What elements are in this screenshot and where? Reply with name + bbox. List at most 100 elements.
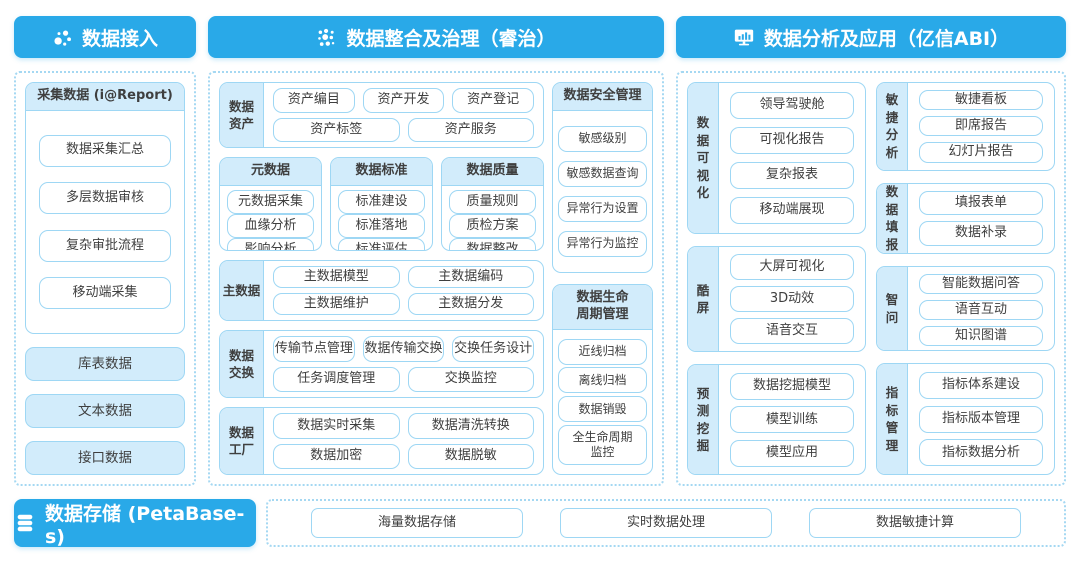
diagram-box: 交换任务设计 xyxy=(452,336,535,362)
diagram-box: 全生命周期 监控 xyxy=(558,425,647,466)
monitor-chart-icon xyxy=(733,26,755,48)
data-quality-group-title: 数据质量 xyxy=(442,158,543,186)
diagram-box: 主数据编码 xyxy=(407,265,534,288)
diagram-box: 数据销毁 xyxy=(558,396,647,423)
diagram-box: 3D动效 xyxy=(730,285,854,313)
diagram-box: 海量数据存储 xyxy=(311,508,523,538)
data-quality-group: 数据质量 质量规则 质检方案 数据整改 xyxy=(441,157,544,251)
data-lifecycle-group-title: 数据生命 周期管理 xyxy=(553,285,652,330)
diagram-box: 移动端采集 xyxy=(39,277,171,310)
data-factory-label: 数据 工厂 xyxy=(220,408,264,474)
diagram-box: 离线归档 xyxy=(558,367,647,394)
agile-analysis-group: 敏 捷 分 析 敏捷看板 即席报告 幻灯片报告 xyxy=(876,82,1055,171)
section-data-storage: 数据存储 (PetaBase-s) 海量数据存储 实时数据处理 数据敏捷计算 xyxy=(14,499,1066,548)
diagram-box: 质量规则 xyxy=(449,189,536,214)
smart-ask-label: 智 问 xyxy=(877,266,908,351)
diagram-box: 数据挖掘模型 xyxy=(730,372,854,400)
diagram-box: 异常行为设置 xyxy=(558,195,647,222)
diagram-box: 传输节点管理 xyxy=(273,336,355,362)
data-asset-items: 资产编目 资产开发 资产登记 资产标签 资产服务 xyxy=(264,83,543,147)
collect-data-items: 数据采集汇总 多层数据审核 复杂审批流程 移动端采集 xyxy=(26,111,184,333)
data-lifecycle-group: 数据生命 周期管理 近线归档 离线归档 数据销毁 全生命周期 监控 xyxy=(552,284,653,475)
diagram-box: 敏感数据查询 xyxy=(558,160,647,187)
section-analysis: 数据分析及应用（亿信ABI） 数 据 可 视 化 领导驾驶舱 可视化报告 复杂报… xyxy=(676,16,1066,486)
data-exchange-label: 数据 交换 xyxy=(220,331,264,398)
diagram-box: 模型应用 xyxy=(730,439,854,467)
diagram-box: 数据补录 xyxy=(919,221,1043,246)
cool-screen-group: 酷 屏 大屏可视化 3D动效 语音交互 xyxy=(687,245,866,353)
data-filling-label: 数 据 填 报 xyxy=(877,183,908,253)
diagram-box: 资产标签 xyxy=(273,117,400,143)
diagram-box: 资产登记 xyxy=(452,88,535,113)
diagram-box: 异常行为监控 xyxy=(558,230,647,257)
diagram-box: 影响分析 xyxy=(227,237,314,250)
database-icon xyxy=(14,512,36,534)
diagram-box: 指标体系建设 xyxy=(919,372,1043,400)
analysis-title: 数据分析及应用（亿信ABI） xyxy=(763,27,1010,50)
section-governance: 数据整合及治理（睿治） 数据 资产 资产编目 资产开发 资产登记 xyxy=(208,16,664,486)
diagram-box: 资产开发 xyxy=(362,88,445,113)
data-access-panel: 采集数据 (i@Report) 数据采集汇总 多层数据审核 复杂审批流程 移动端… xyxy=(14,71,196,486)
dots-cluster-icon xyxy=(316,27,337,48)
diagram-box: 接口数据 xyxy=(25,441,185,475)
diagram-box: 语音交互 xyxy=(730,318,854,345)
cool-screen-label: 酷 屏 xyxy=(688,246,719,352)
governance-panel: 数据 资产 资产编目 资产开发 资产登记 资产标签 资产服务 xyxy=(208,71,664,486)
smart-ask-group: 智 问 智能数据问答 语音互动 知识图谱 xyxy=(876,265,1055,352)
diagram-box: 领导驾驶舱 xyxy=(730,91,854,119)
diagram-box: 语音互动 xyxy=(919,299,1043,320)
diagram-box: 资产编目 xyxy=(273,88,355,113)
diagram-box: 近线归档 xyxy=(558,338,647,365)
diagram-box: 主数据维护 xyxy=(273,292,400,316)
analysis-header: 数据分析及应用（亿信ABI） xyxy=(676,16,1066,58)
analysis-left-column: 数 据 可 视 化 领导驾驶舱 可视化报告 复杂报表 移动端展现 酷 屏 大屏可… xyxy=(687,82,866,475)
diagram-box: 多层数据审核 xyxy=(39,182,171,215)
data-security-group-title: 数据安全管理 xyxy=(553,83,652,111)
diagram-box: 库表数据 xyxy=(25,347,185,381)
diagram-box: 知识图谱 xyxy=(919,325,1043,346)
top-sections: 数据接入 采集数据 (i@Report) 数据采集汇总 多层数据审核 复杂审批流… xyxy=(14,16,1066,486)
data-standard-group-title: 数据标准 xyxy=(331,158,432,186)
data-storage-panel: 海量数据存储 实时数据处理 数据敏捷计算 xyxy=(266,499,1066,547)
diagram-box: 指标数据分析 xyxy=(919,439,1043,467)
analysis-panel: 数 据 可 视 化 领导驾驶舱 可视化报告 复杂报表 移动端展现 酷 屏 大屏可… xyxy=(676,71,1066,486)
governance-side-column: 数据安全管理 敏感级别 敏感数据查询 异常行为设置 异常行为监控 数据生命 周期… xyxy=(552,82,653,475)
diagram-box: 复杂报表 xyxy=(730,161,854,189)
data-asset-group: 数据 资产 资产编目 资产开发 资产登记 资产标签 资产服务 xyxy=(219,82,544,149)
data-access-header: 数据接入 xyxy=(14,16,196,58)
diagram-box: 复杂审批流程 xyxy=(39,229,171,262)
metadata-group: 元数据 元数据采集 血缘分析 影响分析 xyxy=(219,157,322,251)
diagram-box: 主数据模型 xyxy=(273,265,400,288)
diagram-box: 数据整改 xyxy=(449,237,536,250)
collect-data-group: 采集数据 (i@Report) 数据采集汇总 多层数据审核 复杂审批流程 移动端… xyxy=(25,82,185,334)
diagram-box: 数据采集汇总 xyxy=(39,134,171,167)
diagram-box: 敏捷看板 xyxy=(919,90,1043,111)
diagram-box: 标准建设 xyxy=(338,189,425,214)
diagram-box: 数据传输交换 xyxy=(362,336,445,362)
diagram-box: 数据实时采集 xyxy=(273,413,400,439)
diagram-box: 敏感级别 xyxy=(558,125,647,152)
governance-main-column: 数据 资产 资产编目 资产开发 资产登记 资产标签 资产服务 xyxy=(219,82,544,475)
data-factory-group: 数据 工厂 数据实时采集 数据清洗转换 数据加密 数据脱敏 xyxy=(219,407,544,475)
data-access-title: 数据接入 xyxy=(81,27,158,50)
master-data-label: 主数据 xyxy=(220,260,264,321)
diagram-box: 质检方案 xyxy=(449,213,536,238)
agile-analysis-label: 敏 捷 分 析 xyxy=(877,83,908,170)
metric-management-label: 指 标 管 理 xyxy=(877,364,908,474)
diagram-box: 数据加密 xyxy=(273,443,400,469)
data-asset-label: 数据 资产 xyxy=(220,83,264,148)
data-visualization-label: 数 据 可 视 化 xyxy=(688,83,719,233)
diagram-box: 实时数据处理 xyxy=(560,508,772,538)
diagram-box: 数据清洗转换 xyxy=(407,413,534,439)
section-data-access: 数据接入 采集数据 (i@Report) 数据采集汇总 多层数据审核 复杂审批流… xyxy=(14,16,196,486)
diagram-box: 数据脱敏 xyxy=(407,443,534,469)
diagram-box: 指标版本管理 xyxy=(919,405,1043,433)
metric-management-group: 指 标 管 理 指标体系建设 指标版本管理 指标数据分析 xyxy=(876,363,1055,475)
data-standard-group: 数据标准 标准建设 标准落地 标准评估 xyxy=(330,157,433,251)
diagram-box: 文本数据 xyxy=(25,394,185,428)
predictive-mining-label: 预 测 挖 掘 xyxy=(688,365,719,474)
master-data-group: 主数据 主数据模型 主数据编码 主数据维护 主数据分发 xyxy=(219,259,544,322)
governance-title: 数据整合及治理（睿治） xyxy=(346,27,556,50)
metadata-standard-quality-row: 元数据 元数据采集 血缘分析 影响分析 数据标准 标准建设 标准落地 xyxy=(219,157,544,251)
